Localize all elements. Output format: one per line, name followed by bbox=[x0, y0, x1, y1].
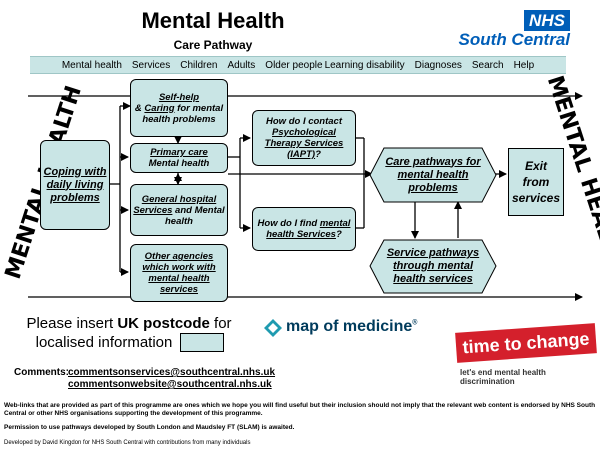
nav-item-mental-health[interactable]: Mental health bbox=[61, 59, 122, 71]
nav-item-help[interactable]: Help bbox=[513, 59, 535, 71]
service-pathways-shape bbox=[369, 239, 497, 294]
developed-by-text: Developed by David Kingdon for NHS South… bbox=[4, 440, 251, 446]
nav-item-services[interactable]: Services bbox=[131, 59, 171, 71]
care-pathways-shape bbox=[369, 147, 497, 203]
nav-item-adults[interactable]: Adults bbox=[227, 59, 256, 71]
map-of-medicine-icon bbox=[264, 319, 282, 337]
page-subtitle: Care Pathway bbox=[173, 38, 253, 52]
other-agencies-node[interactable]: Other agencies which work with mental he… bbox=[130, 244, 228, 302]
map-of-medicine-logo[interactable]: map of medicine® bbox=[286, 318, 418, 335]
coping-node[interactable]: Coping with daily living problems bbox=[40, 140, 110, 230]
nav-bar: Mental health Services Children Adults O… bbox=[30, 56, 566, 74]
nav-item-diagnoses[interactable]: Diagnoses bbox=[414, 59, 462, 71]
time-to-change-tagline: let's end mental health discrimination bbox=[460, 368, 546, 386]
nhs-logo: NHS bbox=[524, 10, 570, 31]
find-services-node[interactable]: How do I find mental health Services? bbox=[252, 207, 356, 251]
page-title: Mental Health bbox=[141, 8, 285, 33]
email-link-services[interactable]: commentsonservices@southcentral.nhs.uk bbox=[68, 367, 276, 378]
general-hospital-node[interactable]: General hospital Services and Mental hea… bbox=[130, 184, 228, 236]
care-pathways-node[interactable]: Care pathways for mental health problems bbox=[385, 155, 481, 194]
nhs-region-name: South Central bbox=[458, 30, 570, 49]
exit-node[interactable]: Exit from services bbox=[508, 148, 564, 216]
permission-text: Permission to use pathways developed by … bbox=[4, 424, 295, 431]
disclaimer-text: Web-links that are provided as part of t… bbox=[4, 402, 596, 417]
iapt-node[interactable]: How do I contact Psychological Therapy S… bbox=[252, 110, 356, 166]
email-link-website[interactable]: commentsonwebsite@southcentral.nhs.uk bbox=[68, 379, 272, 390]
self-help-node[interactable]: Self-help & Caring for mental health pro… bbox=[130, 79, 228, 137]
nav-item-learning-disability[interactable]: Learning disability bbox=[324, 59, 405, 71]
nav-item-search[interactable]: Search bbox=[471, 59, 504, 71]
postcode-input[interactable] bbox=[180, 333, 224, 352]
nav-item-older-people[interactable]: Older people bbox=[265, 59, 323, 71]
comments-label: Comments: bbox=[14, 367, 70, 378]
postcode-prompt: Please insert UK postcode for localised … bbox=[26, 315, 232, 351]
primary-care-node[interactable]: Primary care Mental health bbox=[130, 143, 228, 173]
nav-item-children[interactable]: Children bbox=[180, 59, 218, 71]
service-pathways-node[interactable]: Service pathways through mental health s… bbox=[386, 247, 480, 285]
